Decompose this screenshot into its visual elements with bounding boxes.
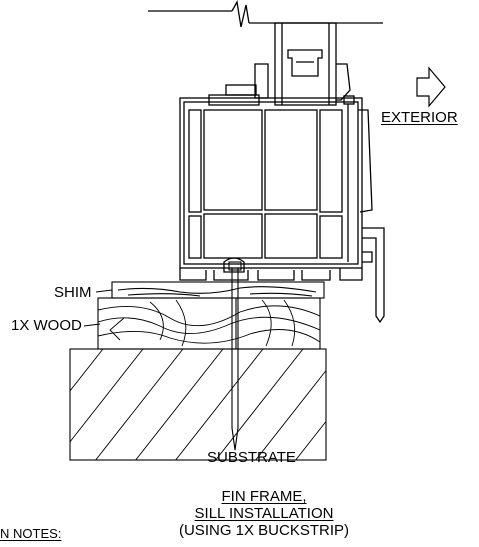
hollow-right-arrow-icon — [416, 66, 446, 108]
break-line — [148, 0, 383, 28]
substrate-label: SUBSTRATE — [207, 449, 296, 466]
title-line-3: (USING 1X BUCKSTRIP) — [178, 522, 350, 539]
title-line-1: FIN FRAME, — [221, 488, 307, 505]
glazing-unit — [254, 22, 355, 106]
fastener-screw — [228, 261, 242, 451]
wood-buckstrip — [97, 297, 321, 350]
notes-heading: N NOTES: — [0, 526, 62, 541]
substrate — [69, 348, 327, 461]
exterior-label: EXTERIOR — [381, 109, 458, 126]
shim-label: SHIM — [54, 284, 92, 301]
title-line-2: SILL INSTALLATION — [194, 505, 334, 522]
vinyl-frame — [179, 84, 385, 324]
leader-lines — [83, 289, 113, 327]
drawing-title: FIN FRAME, SILL INSTALLATION (USING 1X B… — [176, 488, 352, 539]
shim — [111, 281, 325, 299]
wood-label: 1X WOOD — [11, 317, 82, 334]
break-line-icon — [231, 0, 250, 28]
